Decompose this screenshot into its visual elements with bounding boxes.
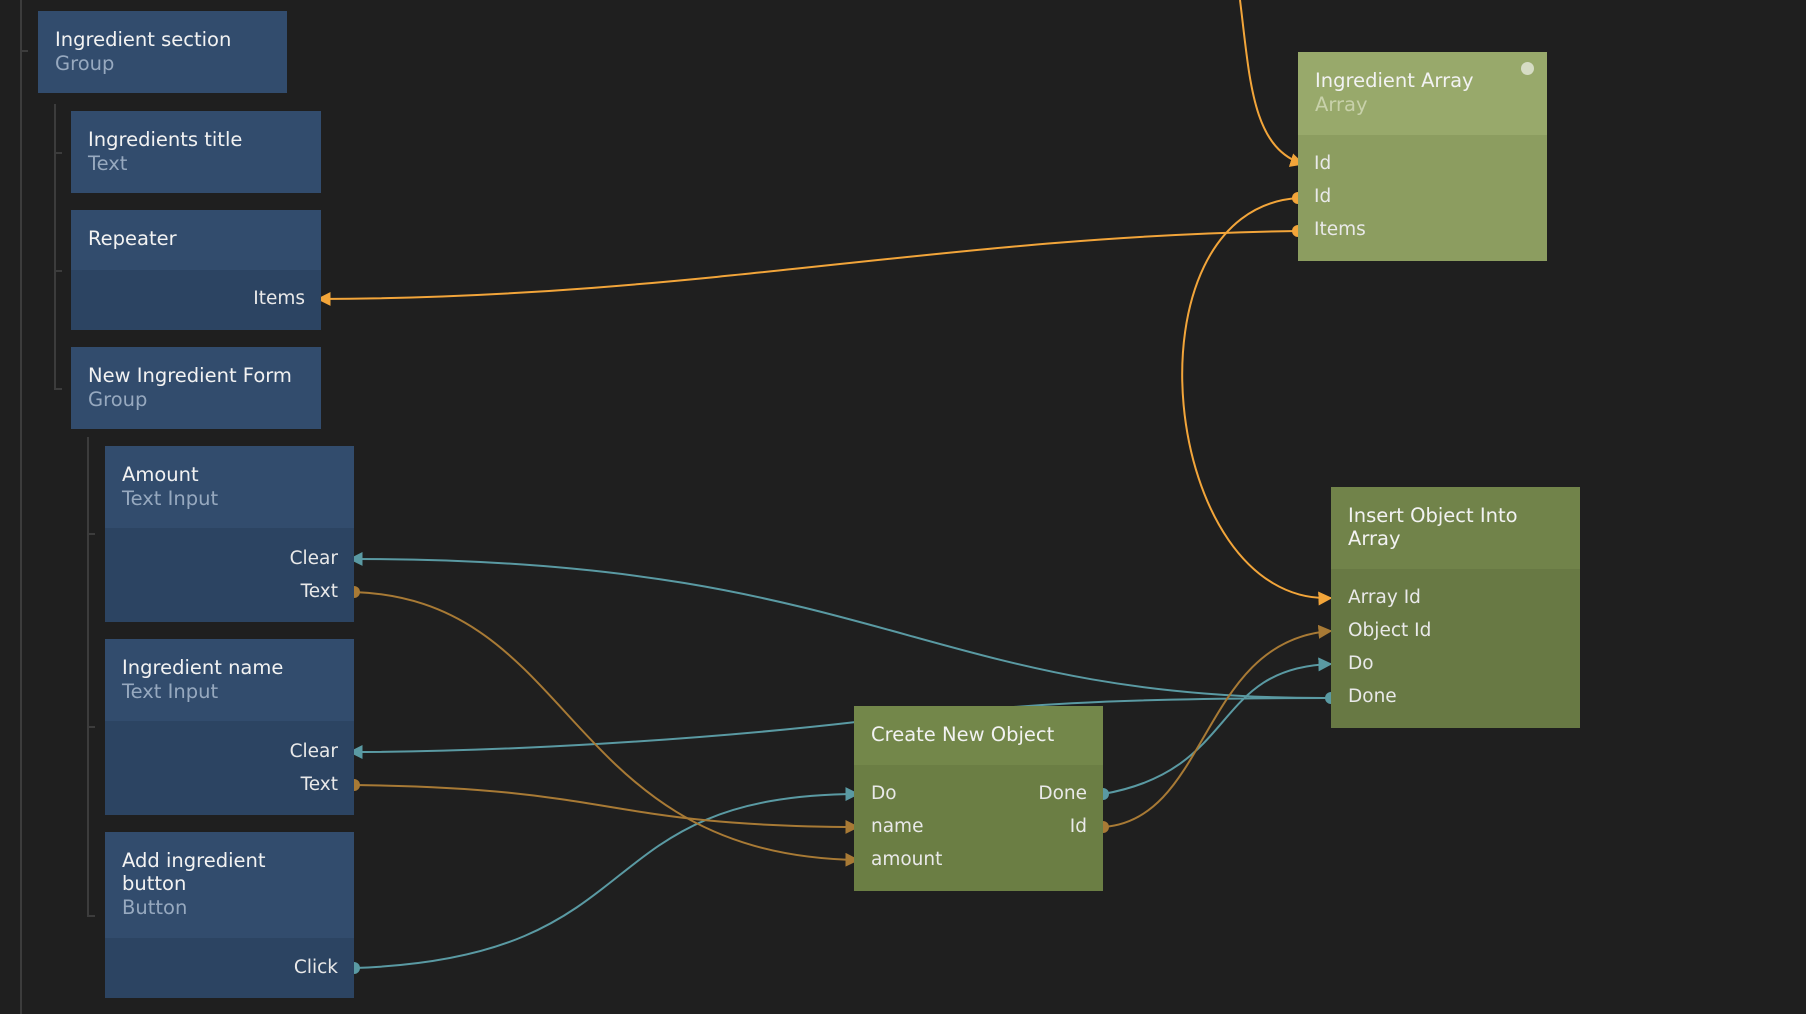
tree-line xyxy=(54,270,62,272)
wire-amount-text-to-create-amount[interactable] xyxy=(353,591,860,867)
tree-line xyxy=(87,726,95,728)
node-header: Ingredient section Group xyxy=(38,11,287,93)
node-insert-object-into-array[interactable]: Insert Object Into Array Array Id Object… xyxy=(1331,487,1580,728)
wire-insert-done-to-amount-clear[interactable] xyxy=(348,551,1332,700)
node-add-ingredient-button[interactable]: Add ingredient button Button Click xyxy=(105,832,354,998)
node-type: Button xyxy=(122,896,188,919)
node-create-new-object[interactable]: Create New Object Do name amount Done Id xyxy=(854,706,1103,891)
node-title: Ingredient section xyxy=(55,28,232,51)
node-ports: Do name amount Done Id xyxy=(854,765,1103,891)
node-header: Ingredients title Text xyxy=(71,111,321,193)
node-ports: Clear Text xyxy=(105,528,354,622)
tree-line xyxy=(54,104,56,390)
wire-external-to-array-id[interactable] xyxy=(1239,0,1305,167)
node-title: Add ingredient button xyxy=(122,849,266,895)
node-type: Array xyxy=(1315,93,1368,116)
node-type: Group xyxy=(88,388,148,411)
port-done[interactable]: Done xyxy=(1038,783,1087,804)
port-id-input[interactable]: Id xyxy=(1314,153,1332,174)
wire-create-id-to-insert-object-id[interactable] xyxy=(1102,624,1333,828)
node-ports: Items xyxy=(71,270,321,330)
port-items[interactable]: Items xyxy=(1314,219,1366,240)
node-ports: Click xyxy=(105,938,354,998)
tree-line xyxy=(87,915,95,917)
node-ports: Array Id Object Id Do Done xyxy=(1331,569,1580,728)
port-done[interactable]: Done xyxy=(1348,686,1397,707)
port-text[interactable]: Text xyxy=(300,581,338,602)
node-ports: Id Id Items xyxy=(1298,135,1547,261)
port-name[interactable]: name xyxy=(871,816,924,837)
node-ports: Clear Text xyxy=(105,721,354,815)
node-new-ingredient-form[interactable]: New Ingredient Form Group xyxy=(71,347,321,429)
port-do[interactable]: Do xyxy=(871,783,897,804)
node-title: Ingredients title xyxy=(88,128,243,151)
node-ingredient-section[interactable]: Ingredient section Group xyxy=(38,11,287,93)
wire-name-text-to-create-name[interactable] xyxy=(353,784,860,834)
node-title: Create New Object xyxy=(871,723,1055,746)
port-amount[interactable]: amount xyxy=(871,849,943,870)
node-amount[interactable]: Amount Text Input Clear Text xyxy=(105,446,354,622)
port-object-id[interactable]: Object Id xyxy=(1348,620,1432,641)
port-text[interactable]: Text xyxy=(300,774,338,795)
tree-line xyxy=(54,388,62,390)
status-dot-icon xyxy=(1521,62,1534,75)
tree-line xyxy=(20,0,22,1014)
node-repeater[interactable]: Repeater Items xyxy=(71,210,321,330)
node-header: Repeater xyxy=(71,210,321,270)
port-click[interactable]: Click xyxy=(293,957,338,978)
node-header: Insert Object Into Array xyxy=(1331,487,1580,569)
node-title: Amount xyxy=(122,463,199,486)
node-header: New Ingredient Form Group xyxy=(71,347,321,429)
node-title: Ingredient Array xyxy=(1315,69,1474,92)
node-ingredients-title[interactable]: Ingredients title Text xyxy=(71,111,321,193)
node-ingredient-array[interactable]: Ingredient Array Array Id Id Items xyxy=(1298,52,1547,261)
tree-line xyxy=(54,152,62,154)
port-id-output[interactable]: Id xyxy=(1314,186,1332,207)
node-title: Insert Object Into Array xyxy=(1348,504,1518,550)
tree-line xyxy=(20,50,28,52)
node-header: Add ingredient button Button xyxy=(105,832,354,938)
node-type: Text Input xyxy=(122,487,219,510)
wire-click-to-create-do[interactable] xyxy=(353,787,860,969)
node-type: Group xyxy=(55,52,115,75)
node-header: Create New Object xyxy=(854,706,1103,765)
node-ingredient-name[interactable]: Ingredient name Text Input Clear Text xyxy=(105,639,354,815)
node-title: Ingredient name xyxy=(122,656,284,679)
node-title: New Ingredient Form xyxy=(88,364,292,387)
node-title: Repeater xyxy=(88,227,177,250)
port-items-in[interactable]: Items xyxy=(253,288,305,309)
tree-line xyxy=(87,533,95,535)
node-header: Ingredient Array Array xyxy=(1298,52,1547,135)
port-clear[interactable]: Clear xyxy=(289,741,338,762)
wire-insert-done-to-name-clear[interactable] xyxy=(348,697,1332,759)
wire-array-items-to-repeater[interactable] xyxy=(316,230,1299,306)
node-type: Text Input xyxy=(122,680,219,703)
port-array-id[interactable]: Array Id xyxy=(1348,587,1421,608)
node-header: Ingredient name Text Input xyxy=(105,639,354,721)
tree-line xyxy=(87,437,89,917)
port-do[interactable]: Do xyxy=(1348,653,1374,674)
port-clear[interactable]: Clear xyxy=(289,548,338,569)
port-id[interactable]: Id xyxy=(1069,816,1087,837)
node-header: Amount Text Input xyxy=(105,446,354,528)
wire-create-done-to-insert-do[interactable] xyxy=(1102,657,1333,795)
node-type: Text xyxy=(88,152,128,175)
